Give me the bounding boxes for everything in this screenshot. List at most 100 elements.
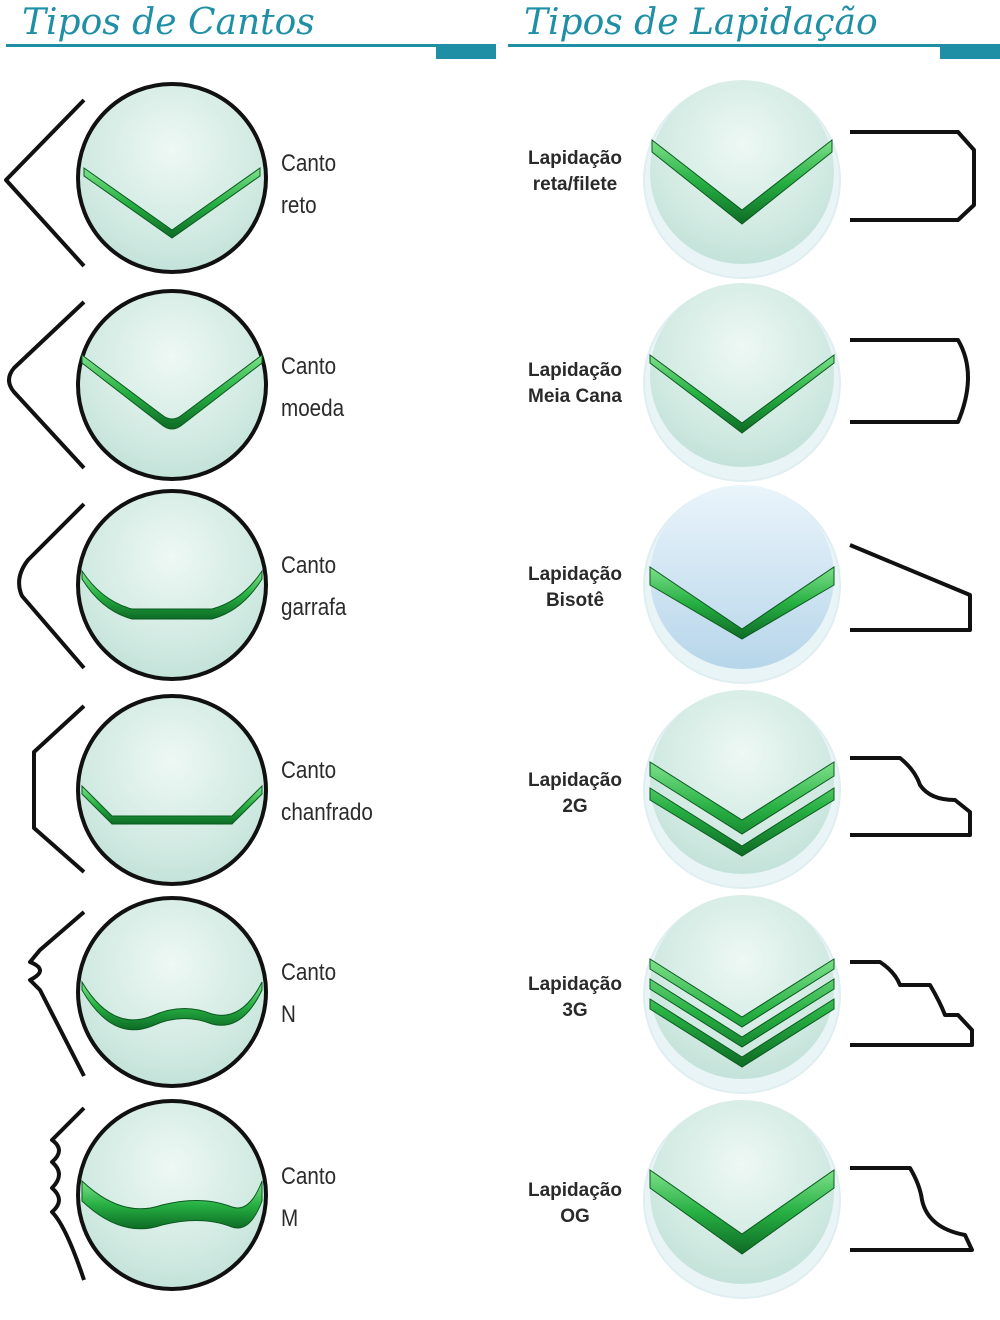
label-line1: Lapidação — [528, 770, 622, 791]
label-line1: Lapidação — [528, 148, 622, 169]
label-line1: Canto — [281, 1163, 337, 1190]
edge-profile-outline — [7, 300, 86, 470]
lapidacao-reta-figure — [643, 80, 976, 279]
label-line2: moeda — [281, 395, 345, 422]
glass-edge-group — [81, 1179, 263, 1230]
glass-surface — [650, 895, 834, 1079]
label-line2: Bisotê — [545, 590, 605, 611]
label-line2: reta/filete — [532, 174, 618, 195]
lapidacao-2g-figure — [643, 690, 972, 889]
glass-edge — [649, 761, 835, 857]
edge-profile-outline — [28, 910, 86, 1077]
glass-circle — [76, 694, 268, 886]
glass-edge-group — [649, 761, 835, 857]
lapidacao-meiacana-figure — [643, 283, 970, 482]
label-line2: Meia Cana — [528, 386, 622, 407]
edge-profile-outline — [4, 98, 86, 268]
glass-edge — [649, 354, 835, 434]
glass-edge — [649, 1169, 835, 1255]
label-line2: N — [281, 1001, 296, 1028]
left-header-tab — [436, 47, 496, 59]
label-line1: Canto — [281, 353, 337, 380]
canto-N-figure — [28, 896, 268, 1088]
label-line1: Canto — [281, 959, 337, 986]
edge-profile-outline — [17, 502, 86, 670]
canto-chanfrado-figure — [32, 694, 268, 886]
edge-profile-outline — [50, 1106, 86, 1281]
glass-circle — [76, 489, 268, 681]
glass-edge-group — [649, 566, 835, 640]
glass-circle — [76, 82, 268, 274]
label-line1: Canto — [281, 757, 337, 784]
edge-profile-outline — [850, 130, 976, 222]
label-canto-n: Canto N — [281, 952, 336, 1036]
label-lapidacao-2g: Lapidação 2G — [500, 768, 650, 820]
label-lapidacao-bisote: Lapidação Bisotê — [500, 562, 650, 614]
label-lapidacao-3g: Lapidação 3G — [500, 972, 650, 1024]
label-line2: 3G — [562, 1000, 588, 1021]
canto-M-figure — [50, 1099, 268, 1291]
glass-circle — [76, 1099, 268, 1291]
glass-surface — [650, 485, 834, 669]
label-line1: Lapidação — [528, 564, 622, 585]
glass-edge — [81, 784, 263, 825]
glass-edge-group — [81, 569, 263, 620]
glass-edge-group — [83, 167, 261, 239]
glass-circle — [76, 289, 268, 481]
label-line1: Canto — [281, 552, 337, 579]
glass-edge-group — [649, 958, 835, 1068]
canto-moeda-figure — [7, 289, 268, 481]
right-header: Tipos de Lapidação — [500, 0, 1000, 60]
lapidacao-og-figure — [643, 1100, 974, 1299]
glass-surface — [650, 1100, 834, 1284]
glass-edge-group — [649, 354, 835, 434]
label-line2: reto — [281, 192, 317, 219]
edge-profile-outline — [32, 704, 86, 874]
canto-reto-figure — [4, 82, 268, 274]
label-lapidacao-meia-cana: Lapidação Meia Cana — [500, 358, 650, 410]
label-line2: 2G — [562, 796, 588, 817]
right-section-title: Tipos de Lapidação — [524, 2, 878, 43]
label-line1: Canto — [281, 150, 337, 177]
glass-edge-group — [81, 354, 263, 430]
glass-surface — [650, 283, 834, 467]
glass-edge — [649, 566, 835, 640]
glass-edge-group — [651, 138, 833, 225]
label-line2: M — [281, 1205, 299, 1232]
edge-profile-outline — [850, 960, 974, 1047]
lapidacao-bisote-figure — [643, 485, 972, 684]
left-section-title: Tipos de Cantos — [22, 2, 315, 43]
glass-edge — [83, 167, 261, 239]
glass-edge-group — [81, 784, 263, 825]
glass-circle — [76, 896, 268, 1088]
label-line2: chanfrado — [281, 799, 373, 826]
label-canto-m: Canto M — [281, 1156, 336, 1240]
edge-profile-outline — [850, 756, 972, 837]
label-lapidacao-reta: Lapidação reta/filete — [500, 146, 650, 198]
left-header-rule — [6, 44, 496, 47]
label-canto-reto: Canto reto — [281, 143, 336, 227]
canto-garrafa-figure — [17, 489, 268, 681]
glass-edge — [81, 1179, 263, 1230]
edge-profile-outline — [849, 543, 972, 632]
label-lapidacao-og: Lapidação OG — [500, 1178, 650, 1230]
left-header: Tipos de Cantos — [0, 0, 500, 60]
edge-profile-outline — [850, 1166, 974, 1252]
label-canto-chanfrado: Canto chanfrado — [281, 750, 373, 834]
right-header-tab — [940, 47, 1000, 59]
glass-edge — [81, 354, 263, 430]
label-line2: garrafa — [281, 594, 347, 621]
glass-edge-group — [81, 980, 263, 1031]
label-line1: Lapidação — [528, 360, 622, 381]
label-line1: Lapidação — [528, 974, 622, 995]
label-line1: Lapidação — [528, 1180, 622, 1201]
label-canto-garrafa: Canto garrafa — [281, 545, 346, 629]
label-line2: OG — [560, 1206, 590, 1227]
glass-edge-group — [649, 1169, 835, 1255]
glass-edge — [81, 980, 263, 1031]
glass-edge — [651, 138, 833, 225]
glass-surface — [650, 80, 834, 264]
edge-profile-outline — [850, 338, 970, 424]
lapidacao-3g-figure — [643, 895, 974, 1094]
